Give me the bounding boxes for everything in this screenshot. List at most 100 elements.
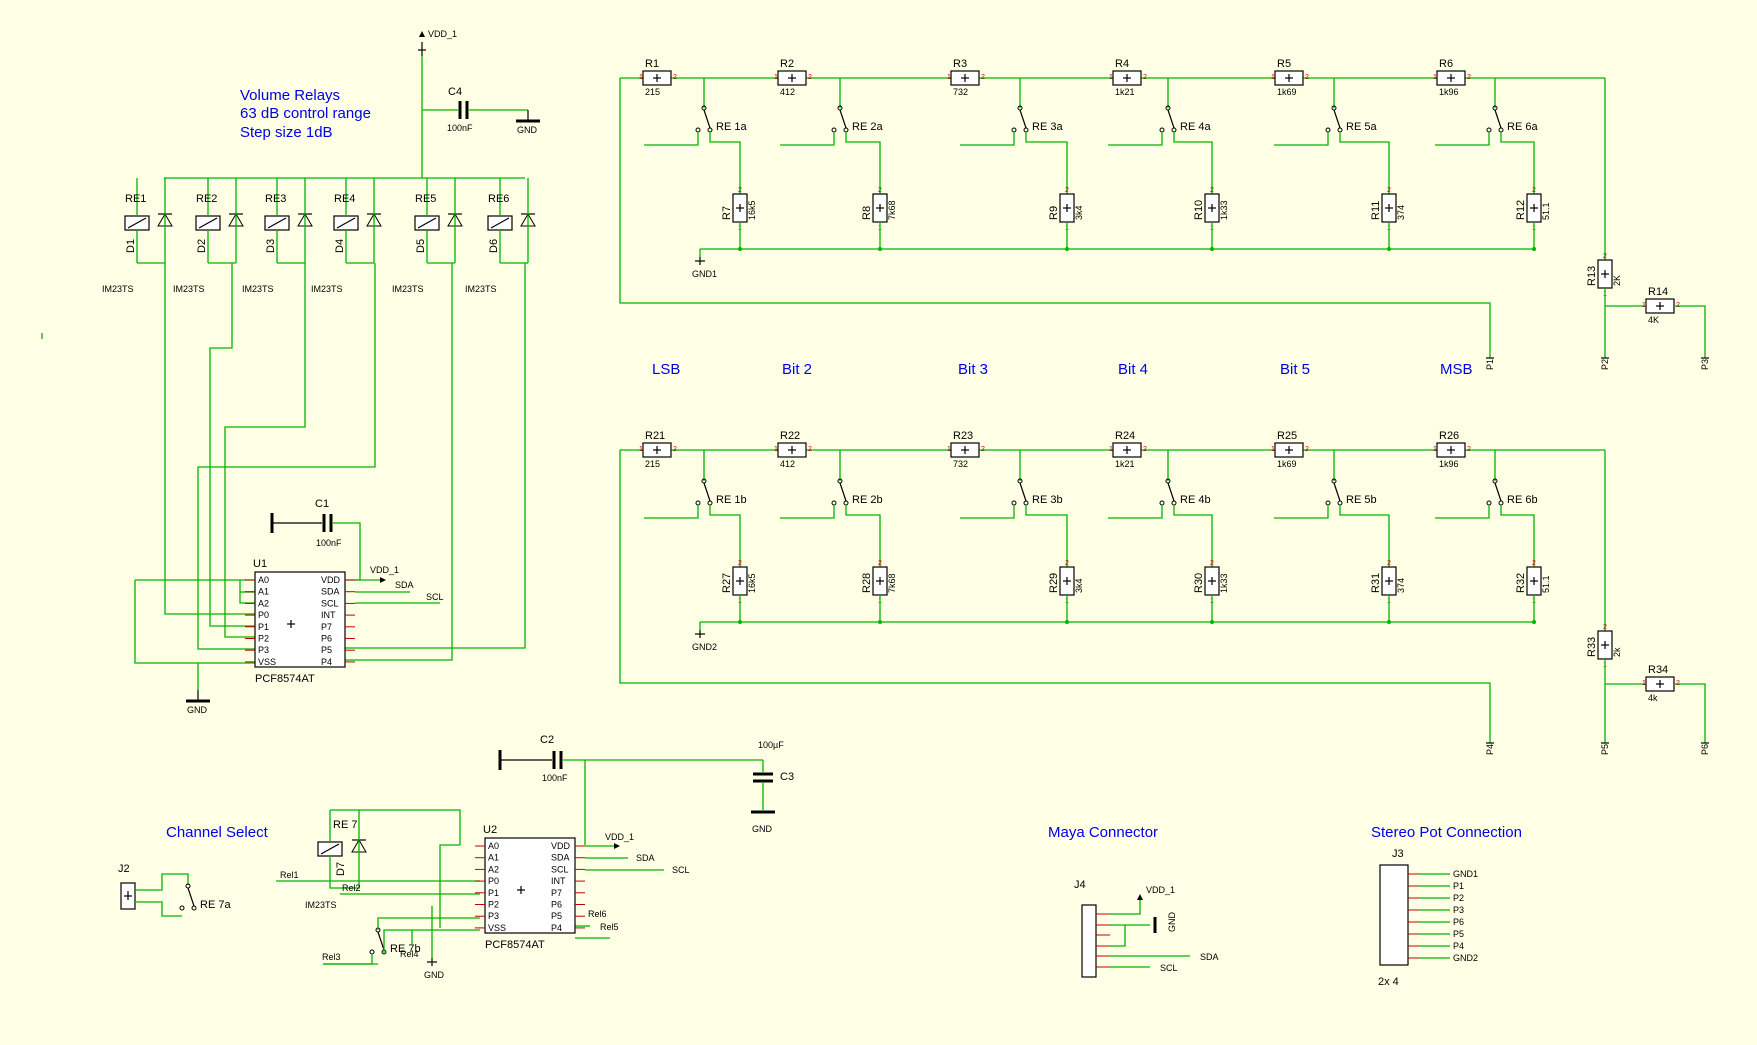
c2-value: 100nF	[542, 773, 568, 783]
j4-gnd-label: GND	[1167, 912, 1177, 933]
c1-capacitor: C1 100nF	[270, 498, 361, 581]
wire	[1500, 505, 1535, 567]
wire	[644, 132, 699, 146]
resistor-ref: R9	[1048, 206, 1060, 220]
pin-number: 2	[1210, 187, 1214, 194]
relay-type: IM23TS	[311, 284, 343, 294]
pin-number: 1	[639, 74, 643, 81]
wire	[1435, 132, 1490, 146]
switch-label: RE 5a	[1346, 121, 1377, 133]
wire	[1173, 132, 1213, 194]
wire	[377, 917, 480, 930]
u1-pin-p1: P1	[258, 622, 269, 632]
u1-vdd-label: VDD_1	[370, 565, 399, 575]
pin-number: 2	[1467, 74, 1471, 81]
pin-number: 1	[1642, 302, 1646, 309]
pin-number: 1	[947, 74, 951, 81]
top-relay-switch-3: RE 3a	[1011, 105, 1063, 133]
u2-pin-p5: P5	[551, 911, 562, 921]
bot-port-p6: P6	[1700, 744, 1710, 755]
u1-pin-a1: A1	[258, 587, 269, 597]
wire	[780, 505, 835, 519]
wire	[1675, 683, 1706, 743]
wire	[845, 505, 881, 567]
switch-label: RE 7b	[390, 943, 421, 955]
bot-relay-switch-6: RE 6b	[1486, 478, 1538, 506]
wire	[330, 809, 461, 845]
relay-7a-switch: RE 7a	[179, 883, 231, 911]
switch-label: RE 6a	[1507, 121, 1538, 133]
resistor-ref: R27	[721, 573, 733, 593]
u2-pin-p1: P1	[488, 888, 499, 898]
relay-driver-wires: GND	[134, 263, 526, 715]
top-relay-switch-4: RE 4a	[1159, 105, 1211, 133]
annotation-maya-connector: Maya Connector	[1048, 824, 1158, 841]
resistor-ref: R14	[1648, 286, 1668, 298]
j3-pin-p2: P2	[1453, 893, 1464, 903]
u2-pin-p0: P0	[488, 876, 499, 886]
bot-port-p5: P5	[1600, 744, 1610, 755]
u1-sda-label: SDA	[395, 580, 414, 590]
top-port-p3: P3	[1700, 359, 1710, 370]
net-rel2: Rel2	[342, 883, 361, 893]
gnd-label-c3: GND	[752, 824, 773, 834]
wire	[845, 132, 881, 194]
wire	[709, 132, 741, 194]
switch-label: RE 1a	[716, 121, 747, 133]
resistor-ref: R28	[861, 573, 873, 593]
switch-label: RE 1b	[716, 494, 747, 506]
resistor-value: 2K	[1612, 275, 1622, 286]
wire	[1025, 505, 1068, 567]
resistor-value: 4K	[1648, 315, 1659, 325]
relay-type: IM23TS	[242, 284, 274, 294]
pin-number: 2	[738, 187, 742, 194]
switch-label: RE 3a	[1032, 121, 1063, 133]
annotation-control-range: 63 dB control range	[240, 105, 371, 122]
wire	[960, 505, 1015, 519]
wire	[709, 505, 741, 567]
wire	[1173, 505, 1213, 567]
net-rel6: Rel6	[588, 909, 607, 919]
switch-label: RE 2a	[852, 121, 883, 133]
j4-scl-label: SCL	[1160, 963, 1178, 973]
diode-ref: D3	[265, 239, 277, 253]
top-relay-switch-6: RE 6a	[1486, 105, 1538, 133]
u2-sda-label: SDA	[636, 853, 655, 863]
u1-pin-p6: P6	[321, 634, 332, 644]
switch-label: RE 4b	[1180, 494, 1211, 506]
u2-pin-a0: A0	[488, 841, 499, 851]
pin-number: 1	[1271, 74, 1275, 81]
resistor-ref: R23	[953, 430, 973, 442]
u2-pin-p6: P6	[551, 900, 562, 910]
u2-pin-p7: P7	[551, 888, 562, 898]
wire	[329, 810, 360, 889]
u1-pin-p3: P3	[258, 645, 269, 655]
pin-number: 2	[1532, 560, 1536, 567]
u1-pin-p4: P4	[321, 657, 332, 667]
resistor-value: 7k68	[887, 573, 897, 593]
pin-number: 2	[878, 560, 882, 567]
u2-part: PCF8574AT	[485, 939, 545, 951]
resistor-ref: R32	[1515, 573, 1527, 593]
u2-vdd-label: VDD_1	[605, 832, 634, 842]
wire	[1339, 505, 1390, 567]
resistor-value: 1k96	[1439, 459, 1459, 469]
resistor-value: 374	[1396, 578, 1406, 593]
c1-value: 100nF	[316, 538, 342, 548]
u2-pin-a2: A2	[488, 864, 499, 874]
resistor-value: 215	[645, 87, 660, 97]
switch-label: RE 3b	[1032, 494, 1063, 506]
